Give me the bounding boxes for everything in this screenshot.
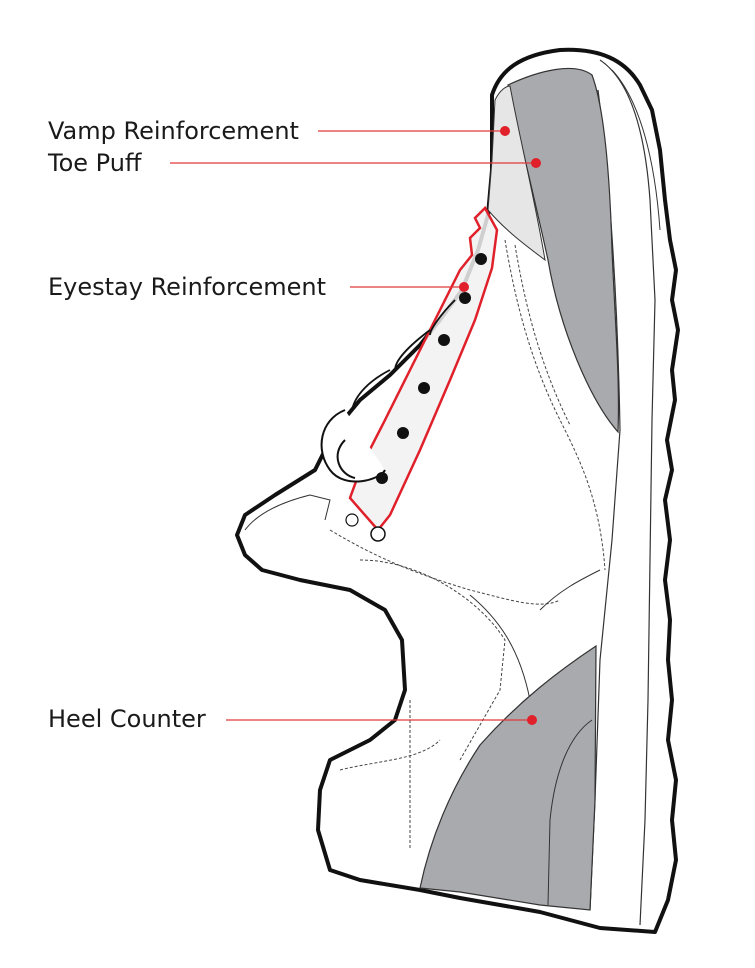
- eyelet-open: [345, 513, 359, 527]
- heel-counter-inner: [547, 719, 593, 906]
- lace-cross: [351, 299, 456, 411]
- quarter-seam-2: [359, 559, 506, 761]
- marker-eyestay: [459, 282, 469, 292]
- label-toe-puff: Toe Puff: [48, 149, 142, 177]
- eyelet: [475, 253, 487, 265]
- upper-seam: [504, 239, 606, 571]
- collar-line: [244, 494, 331, 531]
- marker-heel: [527, 715, 537, 725]
- sole-line: [599, 59, 656, 926]
- label-heel-counter: Heel Counter: [48, 705, 206, 733]
- upper-contour: [469, 569, 601, 701]
- label-eyestay-reinforcement: Eyestay Reinforcement: [48, 273, 327, 301]
- label-vamp-reinforcement: Vamp Reinforcement: [48, 117, 299, 145]
- heel-counter-region: [419, 644, 597, 911]
- upper-seam-2: [514, 244, 571, 426]
- eyelet: [459, 292, 471, 304]
- marker-toe: [531, 158, 541, 168]
- eyelet: [397, 427, 409, 439]
- lace-loop: [320, 409, 386, 483]
- marker-vamp: [500, 126, 510, 136]
- eyelet: [376, 472, 388, 484]
- eyelet: [418, 382, 430, 394]
- heel-seam: [339, 700, 441, 850]
- sole-line-2: [611, 69, 661, 231]
- eyelet: [438, 334, 450, 346]
- eyelet-open: [370, 526, 386, 542]
- quarter-seam: [329, 529, 561, 605]
